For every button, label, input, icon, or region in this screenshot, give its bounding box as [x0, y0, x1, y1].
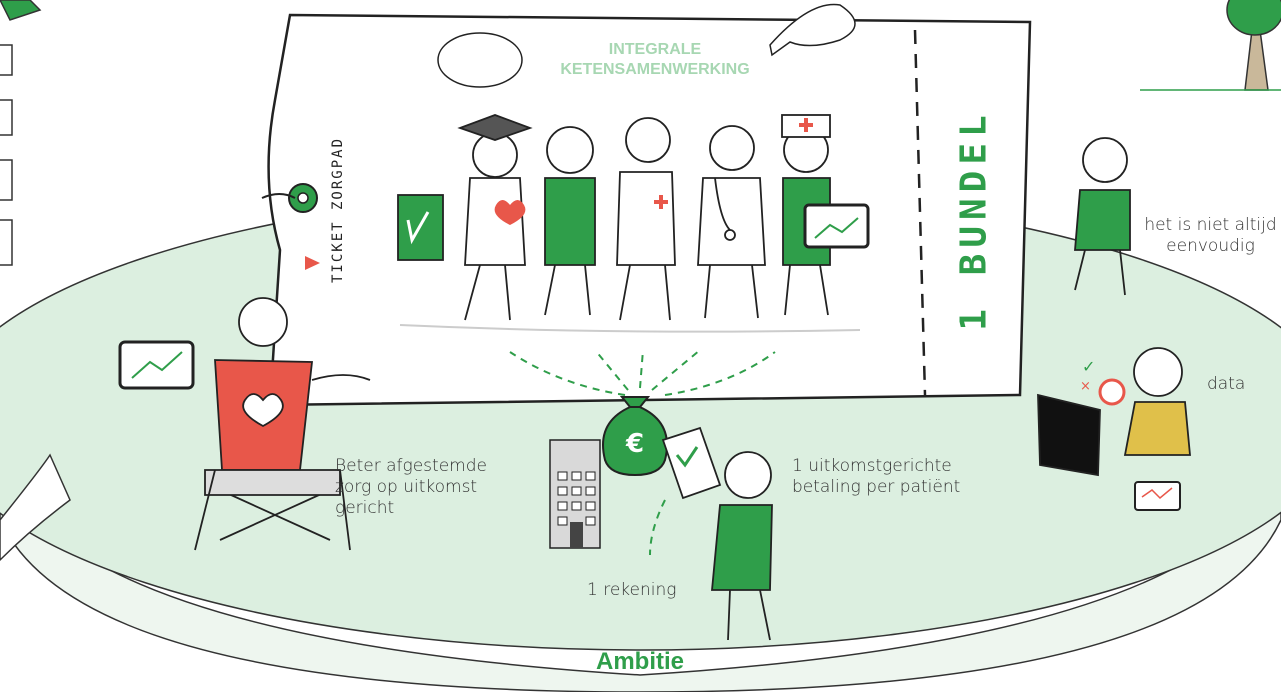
care-team-group — [397, 114, 870, 333]
payment-line-1: 1 uitkomstgerichte — [792, 456, 952, 476]
scroll-decoration — [0, 453, 71, 562]
heart-icon — [494, 200, 526, 225]
payment-line-2: betaling per patiënt — [792, 477, 961, 497]
better-care-line-2: zorg op uitkomst — [335, 477, 478, 497]
ambition-label: Ambitie — [595, 648, 684, 675]
invoice-caption: 1 rekening — [587, 580, 677, 600]
play-arrow-icon — [305, 256, 320, 270]
speech-bubble — [437, 32, 523, 88]
tablet-chart-icon — [803, 203, 870, 249]
not-easy-line-1: het is niet altijd — [1144, 215, 1277, 235]
svg-text:€: € — [625, 429, 644, 459]
cross-mark-icon: × — [1080, 379, 1091, 394]
magnifier-icon — [1098, 378, 1126, 406]
not-easy-caption: het is niet altijd eenvoudig — [1140, 215, 1281, 257]
worried-figure — [1074, 137, 1131, 296]
speech-bubble — [769, 3, 856, 57]
document-check-icon — [661, 426, 722, 500]
payment-caption: 1 uitkomstgerichte betaling per patiënt — [792, 456, 960, 498]
data-caption: data — [1207, 374, 1246, 394]
patient-figure — [711, 451, 773, 641]
better-care-line-3: gericht — [335, 498, 395, 518]
dashed-arrows — [509, 349, 776, 556]
building-icon — [549, 439, 601, 549]
bundle-label: 1 BUNDEL — [953, 109, 995, 331]
ticket-label: TICKET ZORGPAD — [330, 136, 346, 284]
heart-icon — [242, 393, 284, 428]
ticket-perforation — [913, 29, 927, 396]
data-analyst-figure: ✓ × — [1037, 347, 1191, 511]
better-care-line-1: Beter afgestemde — [335, 456, 487, 476]
not-easy-line-2: eenvoudig — [1166, 236, 1255, 256]
tree-decoration — [1140, 0, 1281, 91]
money-bag-icon: € — [602, 396, 668, 477]
better-care-caption: Beter afgestemde zorg op uitkomst gerich… — [335, 456, 487, 519]
check-mark-icon: ✓ — [1082, 357, 1095, 376]
integral-collaboration-title: INTEGRALE KETENSAMENWERKING — [520, 40, 790, 80]
title-line-2: KETENSAMENWERKING — [560, 61, 750, 78]
director-figure — [118, 297, 371, 551]
tablet-chart-icon — [118, 340, 195, 390]
platform-rim — [0, 469, 1281, 692]
block-stack-decoration — [0, 0, 42, 266]
title-line-1: INTEGRALE — [608, 41, 702, 58]
